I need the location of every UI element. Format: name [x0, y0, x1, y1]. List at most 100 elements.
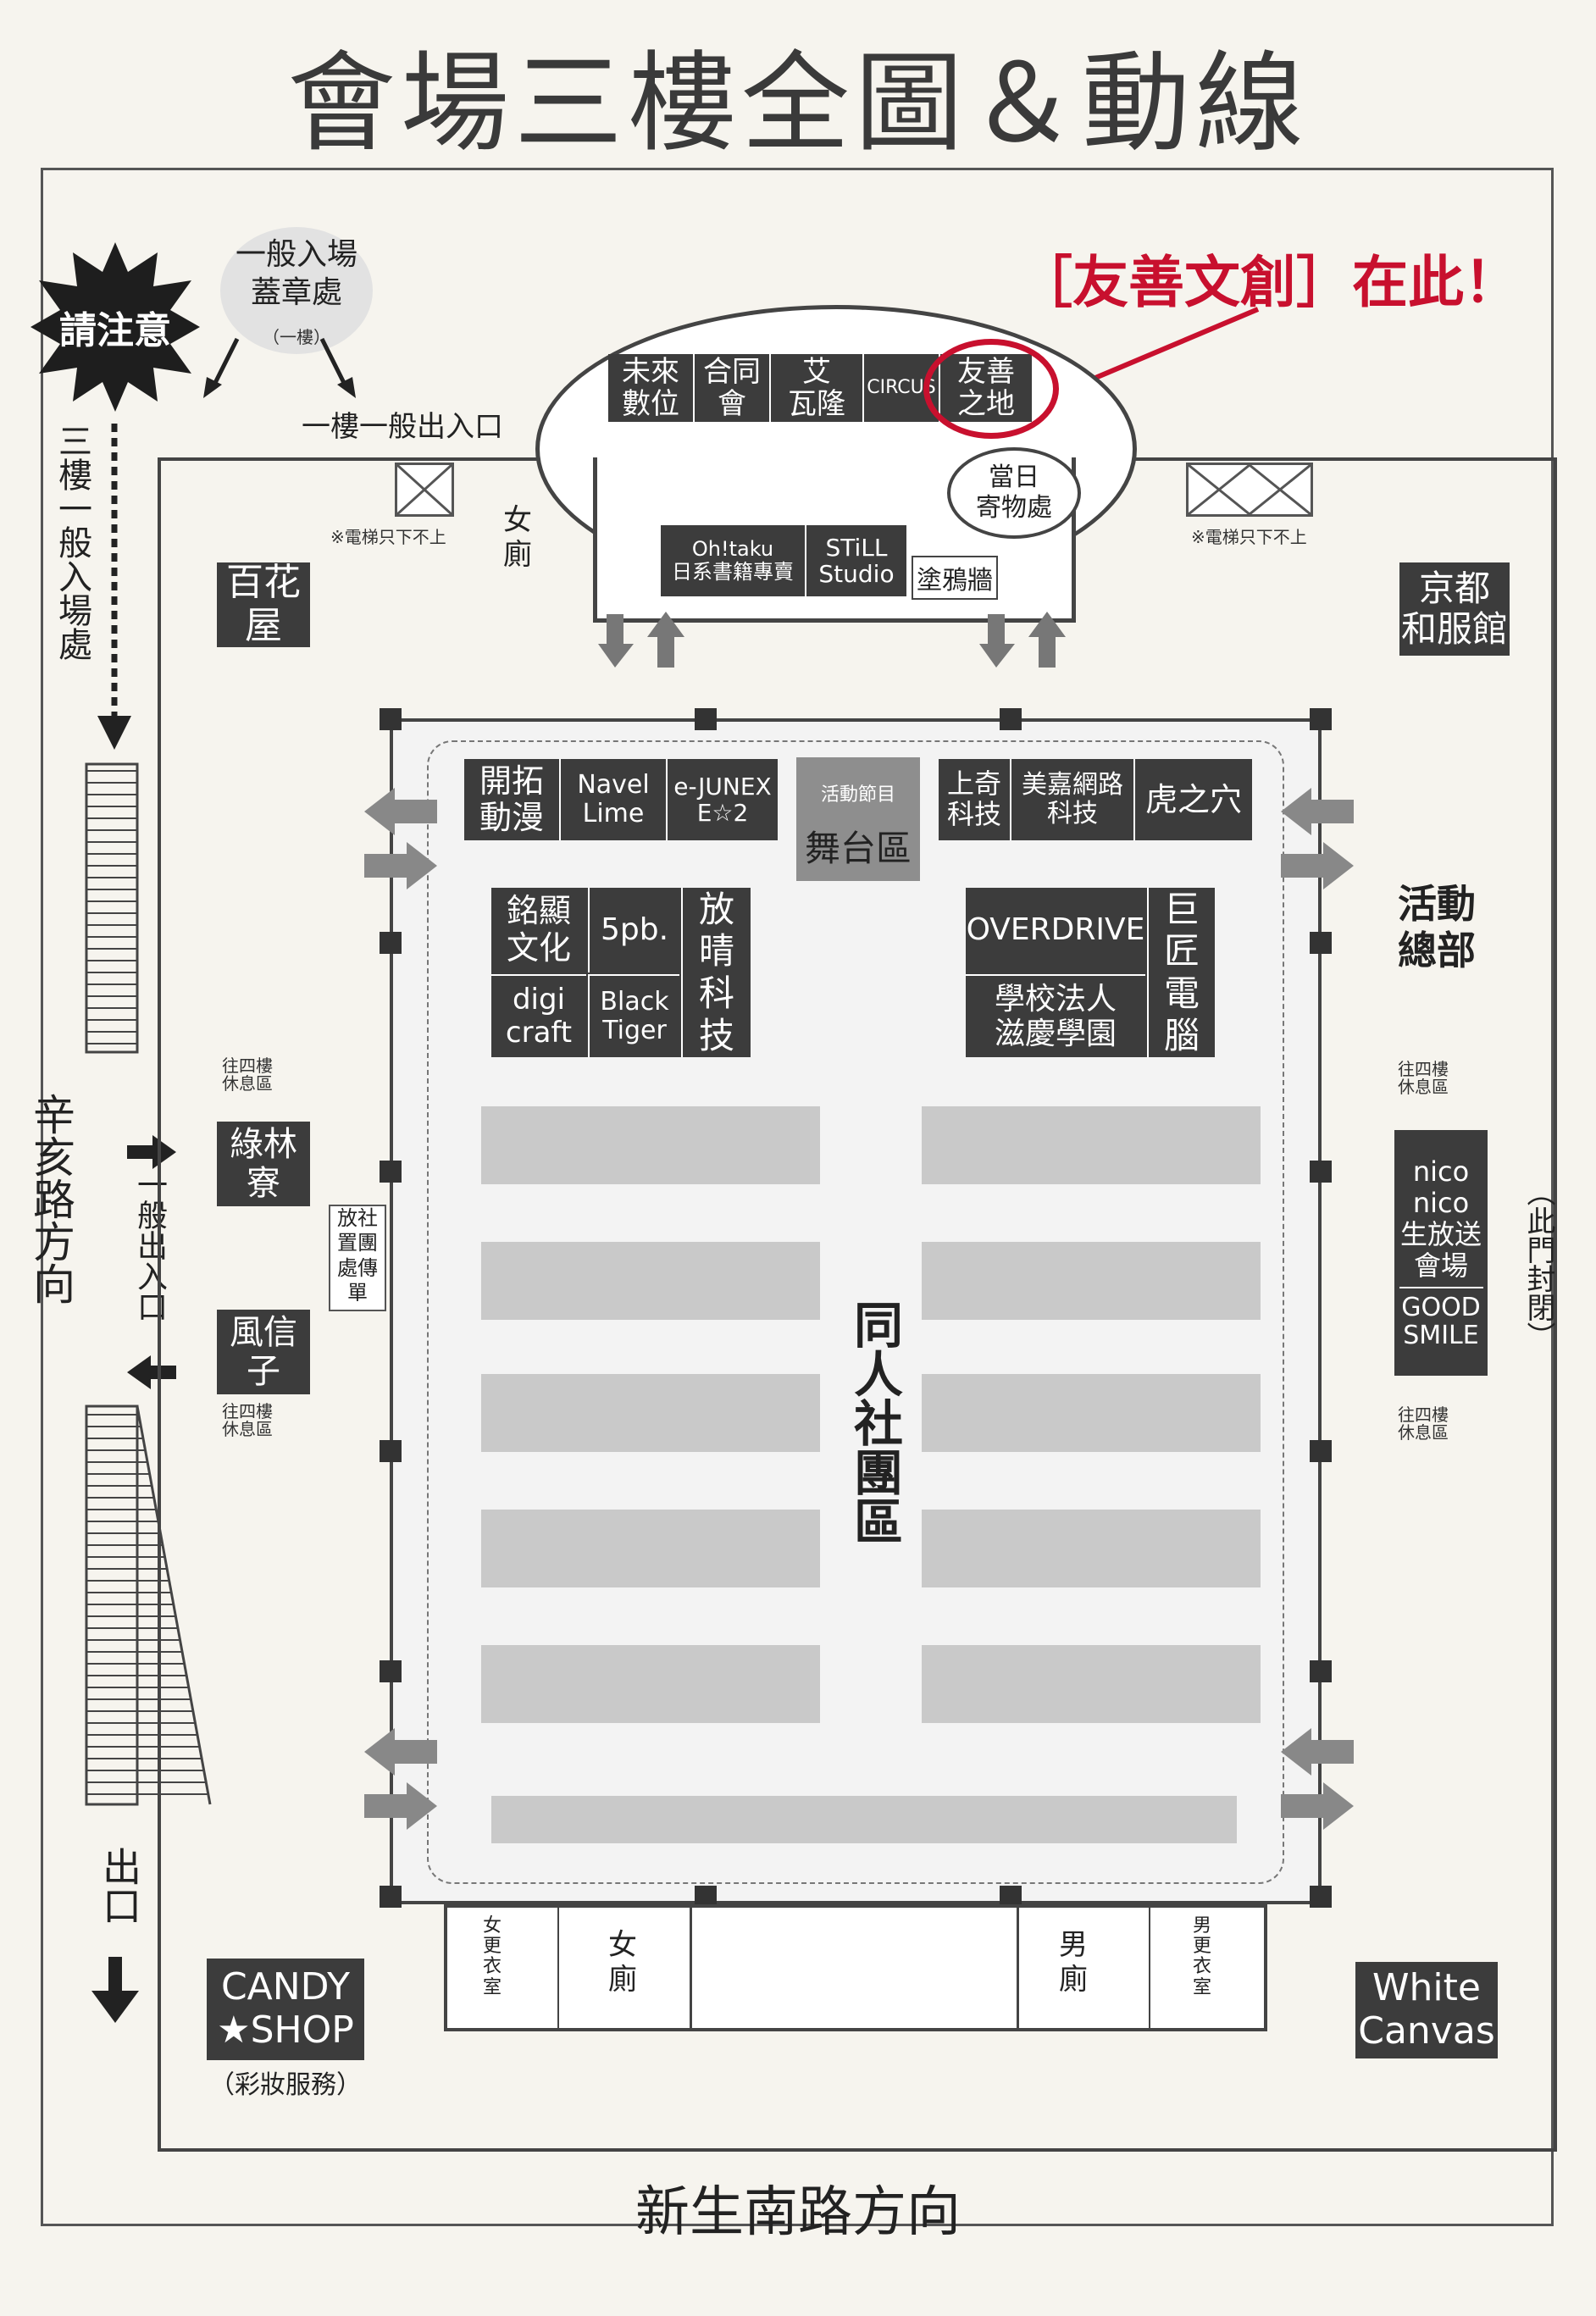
booth-hetong[interactable]: 合同 會	[693, 354, 769, 422]
exit-label: 出口	[97, 1847, 142, 1925]
booth-overdrive[interactable]: OVERDRIVE	[966, 888, 1145, 972]
lobby-booth-strip: Oh!taku 日系書籍專賣 STiLL Studio	[661, 525, 906, 596]
entry-path-arrow	[97, 424, 131, 750]
pillar	[1310, 1660, 1332, 1682]
booth-callout: ［友善文創］在此！	[1017, 250, 1520, 315]
booth-keio[interactable]: 學校法人 滋慶學園	[966, 974, 1145, 1057]
doujin-table-row	[491, 1796, 1237, 1843]
doujin-table-row	[922, 1645, 1261, 1723]
pillar	[695, 1886, 717, 1908]
booth-baihua[interactable]: 百花屋	[217, 562, 310, 647]
doujin-table-row	[922, 1374, 1261, 1452]
room-divider	[557, 1904, 559, 2031]
lobby-arrows-left	[598, 612, 684, 668]
pillar	[380, 708, 402, 730]
booth-digicraft[interactable]: digi craft	[491, 974, 586, 1057]
booth-lvlin[interactable]: 綠林寮	[217, 1122, 310, 1206]
block-right: OVERDRIVE 學校法人 滋慶學園 巨 匠 電 腦	[966, 888, 1215, 1057]
women-restroom: 女 廁	[608, 1928, 637, 1997]
to-4f-rest-left-2: 往四樓 休息區	[222, 1401, 273, 1439]
entry-stamp-label: 一般入場 蓋章處	[235, 237, 357, 310]
first-floor-exit-label: 一樓一般出入口	[302, 410, 503, 444]
pillar	[1310, 1440, 1332, 1462]
doujin-table-row	[922, 1106, 1261, 1184]
pillar	[1310, 708, 1332, 730]
graffiti-wall: 塗鴉牆	[912, 556, 998, 600]
block-left: 銘顯 文化 5pb. digi craft Black Tiger 放 晴 科 …	[491, 888, 751, 1057]
doujin-table-row	[481, 1374, 820, 1452]
east-door-arrows-bottom	[1281, 1728, 1354, 1830]
doujin-table-row	[481, 1645, 820, 1723]
pillar	[380, 932, 402, 954]
hall-walkway	[427, 740, 1284, 1884]
stage-label: 舞台區	[804, 828, 912, 869]
to-4f-rest-right-1: 往四樓 休息區	[1398, 1059, 1449, 1097]
west-door-arrows-top	[364, 788, 437, 889]
pillar	[380, 1161, 402, 1183]
doujin-table-row	[922, 1510, 1261, 1587]
arrow-right-icon	[127, 1135, 176, 1169]
booth-white-canvas[interactable]: White Canvas	[1355, 1962, 1498, 2058]
booth-black-tiger[interactable]: Black Tiger	[588, 974, 679, 1057]
notice-label: 請注意	[59, 309, 171, 352]
elevator-note-left: ※電梯只下不上	[330, 527, 446, 547]
booth-meijia[interactable]: 美嘉網路 科技	[1010, 759, 1133, 840]
pillar	[695, 708, 717, 730]
stage-small-label: 活動節目	[820, 784, 895, 806]
doujin-table-row	[481, 1242, 820, 1320]
activity-hq: 活動 總部	[1398, 881, 1476, 974]
booth-kyoto[interactable]: 京都 和服館	[1399, 562, 1510, 656]
west-door-arrows-bottom	[364, 1728, 437, 1830]
flyer-rack: 放社 置團 處傳 單	[329, 1205, 386, 1311]
pillar	[380, 1886, 402, 1908]
pillar	[380, 1440, 402, 1462]
booth-navel-lime[interactable]: Navel Lime	[559, 759, 666, 840]
elevator-left	[395, 463, 454, 517]
pillar	[1310, 1886, 1332, 1908]
nico-area: nico nico 生放送 會場 GOOD SMILE	[1394, 1130, 1488, 1376]
pillar	[1000, 708, 1022, 730]
hall-row-right: 上奇 科技 美嘉網路 科技 虎之穴	[939, 759, 1252, 840]
stamp-circle	[220, 227, 373, 354]
doujin-table-row	[481, 1106, 820, 1184]
booth-aivalon[interactable]: 艾 瓦隆	[769, 354, 862, 422]
room-divider	[1149, 1904, 1150, 2031]
pillar	[1310, 1161, 1332, 1183]
to-4f-rest-left-1: 往四樓 休息區	[222, 1055, 273, 1094]
booth-5pb[interactable]: 5pb.	[588, 888, 679, 972]
booth-ohtaku[interactable]: Oh!taku 日系書籍專賣	[672, 537, 794, 584]
booth-mingxian[interactable]: 銘顯 文化	[491, 888, 586, 972]
booth-goodsmile[interactable]: GOOD SMILE	[1401, 1293, 1481, 1351]
general-exit-label: 一般出入口	[132, 1169, 167, 1321]
highlight-circle	[923, 339, 1059, 439]
hall-row-left: 開拓 動漫 Navel Lime e-JUNEX E☆2	[464, 759, 778, 840]
staircase	[85, 762, 212, 1806]
lobby-arrows-right	[979, 612, 1066, 668]
booth-fengxinzi[interactable]: 風信子	[217, 1310, 310, 1394]
booth-shangqi[interactable]: 上奇 科技	[946, 767, 1001, 830]
booth-mirai[interactable]: 未來 數位	[622, 354, 679, 421]
booth-toranoana[interactable]: 虎之穴	[1133, 759, 1252, 840]
map-frame	[41, 168, 1554, 2226]
booth-candy-shop[interactable]: CANDY ★SHOP	[207, 1959, 364, 2060]
elevator-note-right: ※電梯只下不上	[1191, 527, 1307, 547]
door-closed-note: （此門封閉）	[1521, 1177, 1555, 1350]
booth-ejunex[interactable]: e-JUNEX E☆2	[666, 759, 778, 840]
booth-kaituo[interactable]: 開拓 動漫	[479, 762, 544, 836]
doujin-table-row	[481, 1510, 820, 1587]
booth-nico[interactable]: nico nico 生放送 會場	[1399, 1155, 1482, 1283]
bottom-rooms	[444, 1904, 1267, 2031]
booth-still-studio[interactable]: STiLL Studio	[805, 525, 906, 596]
room-divider	[690, 1904, 692, 2031]
booth-jujiang[interactable]: 巨 匠 電 腦	[1147, 888, 1215, 1057]
women-changing-room: 女 更 衣 室	[483, 1915, 502, 1998]
booth-fangqing[interactable]: 放 晴 科 技	[681, 888, 751, 1057]
doujin-area-label: 同人社團區	[845, 1299, 903, 1545]
arrow-left-icon	[127, 1355, 176, 1389]
exit-down-arrow-icon	[91, 1957, 139, 2023]
entry-stamp-note: （一樓）	[263, 327, 330, 347]
men-changing-room: 男 更 衣 室	[1193, 1915, 1212, 1998]
notice-burst-icon	[30, 242, 200, 412]
elevator-right	[1186, 463, 1313, 517]
pillar	[1000, 1886, 1022, 1908]
